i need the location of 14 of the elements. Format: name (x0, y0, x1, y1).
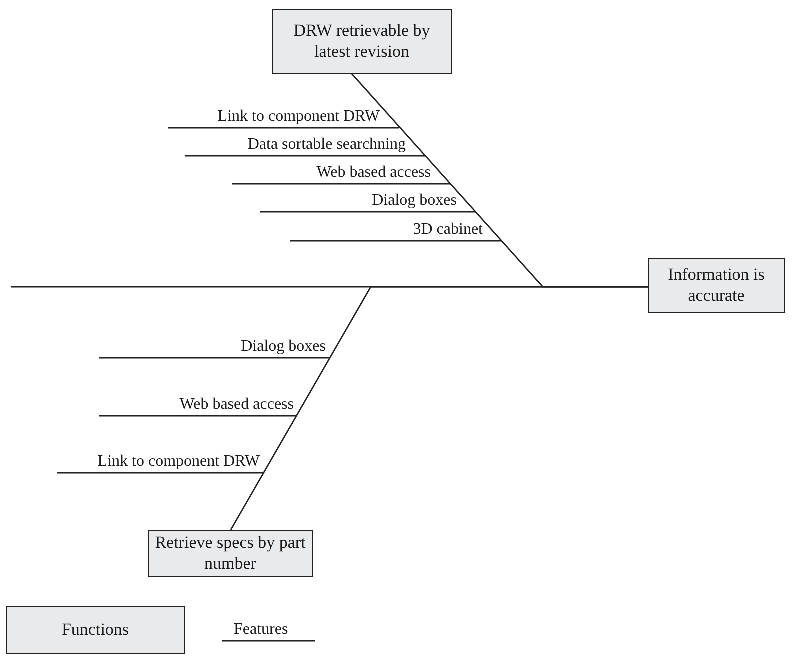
feature-label: Dialog boxes (241, 339, 326, 355)
feature-label: Link to component DRW (98, 454, 260, 470)
legend-label: Features (234, 622, 288, 638)
feature-label: Web based access (180, 397, 294, 413)
feature-label: 3D cabinet (413, 222, 483, 238)
feature-label: Data sortable searchning (248, 137, 406, 153)
function-box: Information is accurate (648, 258, 785, 313)
feature-label: Web based access (316, 165, 431, 181)
spine-line (11, 286, 648, 288)
feature-label: Link to component DRW (218, 109, 380, 125)
function-box: Retrieve specs by part number (148, 530, 313, 577)
function-box: DRW retrievable by latest revision (272, 9, 452, 74)
feature-label: Dialog boxes (372, 193, 457, 209)
legend-key: Functions (6, 606, 185, 654)
